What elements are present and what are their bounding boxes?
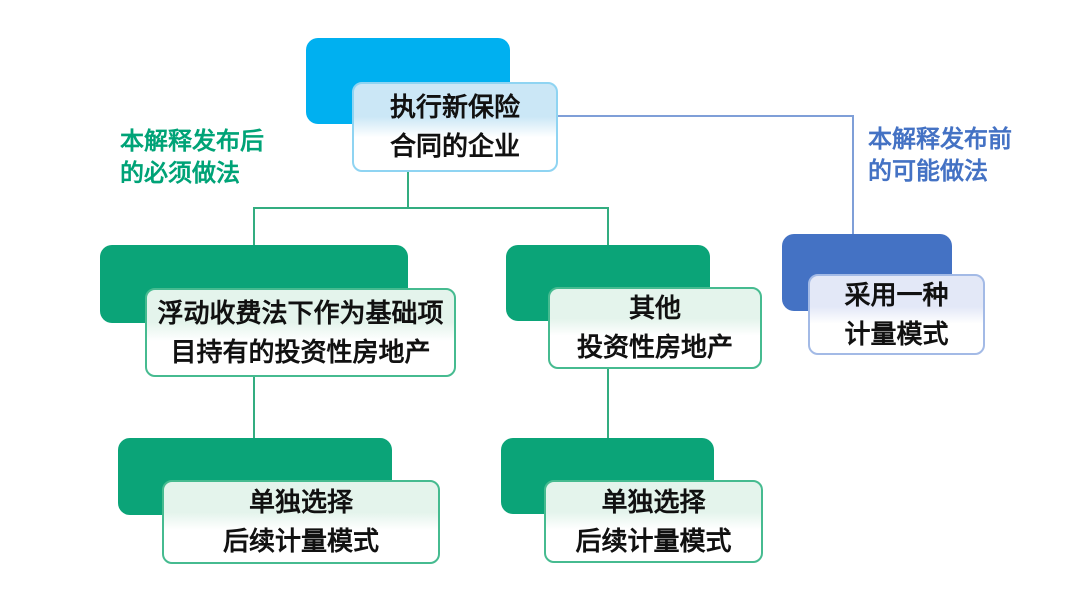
node-right-label: 采用一种 计量模式 — [844, 279, 949, 349]
node-left-label: 浮动收费法下作为基础项 目持有的投资性房地产 — [157, 297, 444, 367]
node-bottom-middle: 单独选择 后续计量模式 — [544, 480, 763, 563]
annotation-after-release: 本解释发布后 的必须做法 — [120, 128, 264, 187]
node-top-label: 执行新保险 合同的企业 — [389, 92, 520, 161]
connector-right-drop — [852, 115, 854, 235]
connector-right-horizontal — [553, 115, 854, 117]
connector-middle-drop — [607, 207, 609, 246]
node-middle: 其他 投资性房地产 — [548, 287, 762, 369]
connector-left-to-bottom — [253, 372, 255, 439]
node-bottom-middle-label: 单独选择 后续计量模式 — [575, 486, 732, 556]
annotation-before-release: 本解释发布前 的可能做法 — [868, 126, 1012, 185]
connector-branch-horizontal — [253, 207, 609, 209]
node-top: 执行新保险 合同的企业 — [352, 82, 558, 172]
connector-top-stem — [407, 167, 409, 208]
node-bottom-left: 单独选择 后续计量模式 — [162, 480, 440, 564]
node-left: 浮动收费法下作为基础项 目持有的投资性房地产 — [145, 288, 456, 377]
node-right: 采用一种 计量模式 — [808, 274, 985, 355]
connector-middle-to-bottom — [607, 364, 609, 439]
connector-left-drop — [253, 207, 255, 246]
node-middle-label: 其他 投资性房地产 — [576, 293, 733, 362]
node-bottom-left-label: 单独选择 后续计量模式 — [222, 487, 379, 556]
